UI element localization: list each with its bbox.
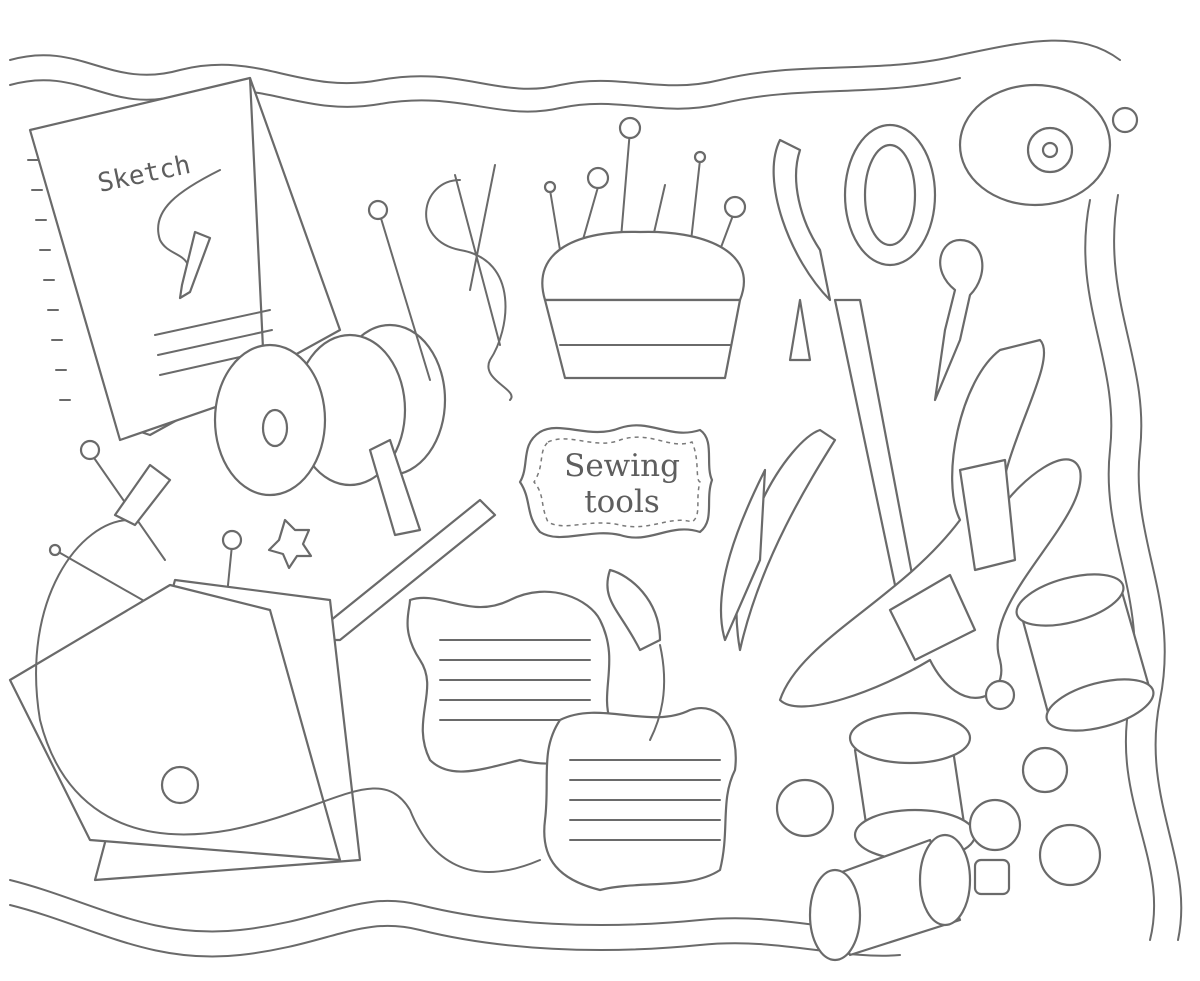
seam-ripper (933, 238, 984, 402)
pencil-doodle-icon (178, 230, 212, 300)
thread-snips (719, 428, 837, 652)
tape-measure-case (958, 83, 1139, 207)
flower-pin-head-icon (367, 199, 389, 221)
button-icon (160, 765, 200, 805)
scissors (772, 123, 937, 592)
button-icon (1038, 823, 1102, 887)
label-title-line2: tools (584, 484, 660, 520)
shank-button-icon (984, 679, 1016, 711)
thread-spool (808, 833, 972, 962)
sewing-tools-label: Sewing tools (518, 424, 714, 539)
flower-pins (48, 199, 431, 686)
thread-spool (1015, 573, 1155, 732)
buttons (267, 518, 1102, 896)
tassel-icon (788, 298, 812, 362)
piping-cord (35, 519, 541, 873)
pincushion (541, 116, 747, 380)
square-button-icon (973, 858, 1011, 896)
button-icon (775, 778, 835, 838)
flower-charm-icon (1111, 106, 1139, 134)
thread-spool (848, 711, 977, 862)
tassel (113, 463, 666, 741)
sketch-notebook: Sketch (27, 76, 342, 442)
fabric-swatches (8, 578, 362, 882)
ribbon-spools (213, 323, 447, 537)
flower-button-icon (1021, 746, 1069, 794)
spiral-binding (27, 159, 71, 401)
thread-cards (406, 590, 737, 892)
embroidery-floss (778, 338, 1082, 708)
thread-spools (808, 573, 1155, 962)
button-icon (968, 798, 1022, 852)
star-button-icon (267, 518, 313, 570)
label-title-line1: Sewing (564, 448, 680, 484)
needles-and-thread (425, 164, 513, 401)
